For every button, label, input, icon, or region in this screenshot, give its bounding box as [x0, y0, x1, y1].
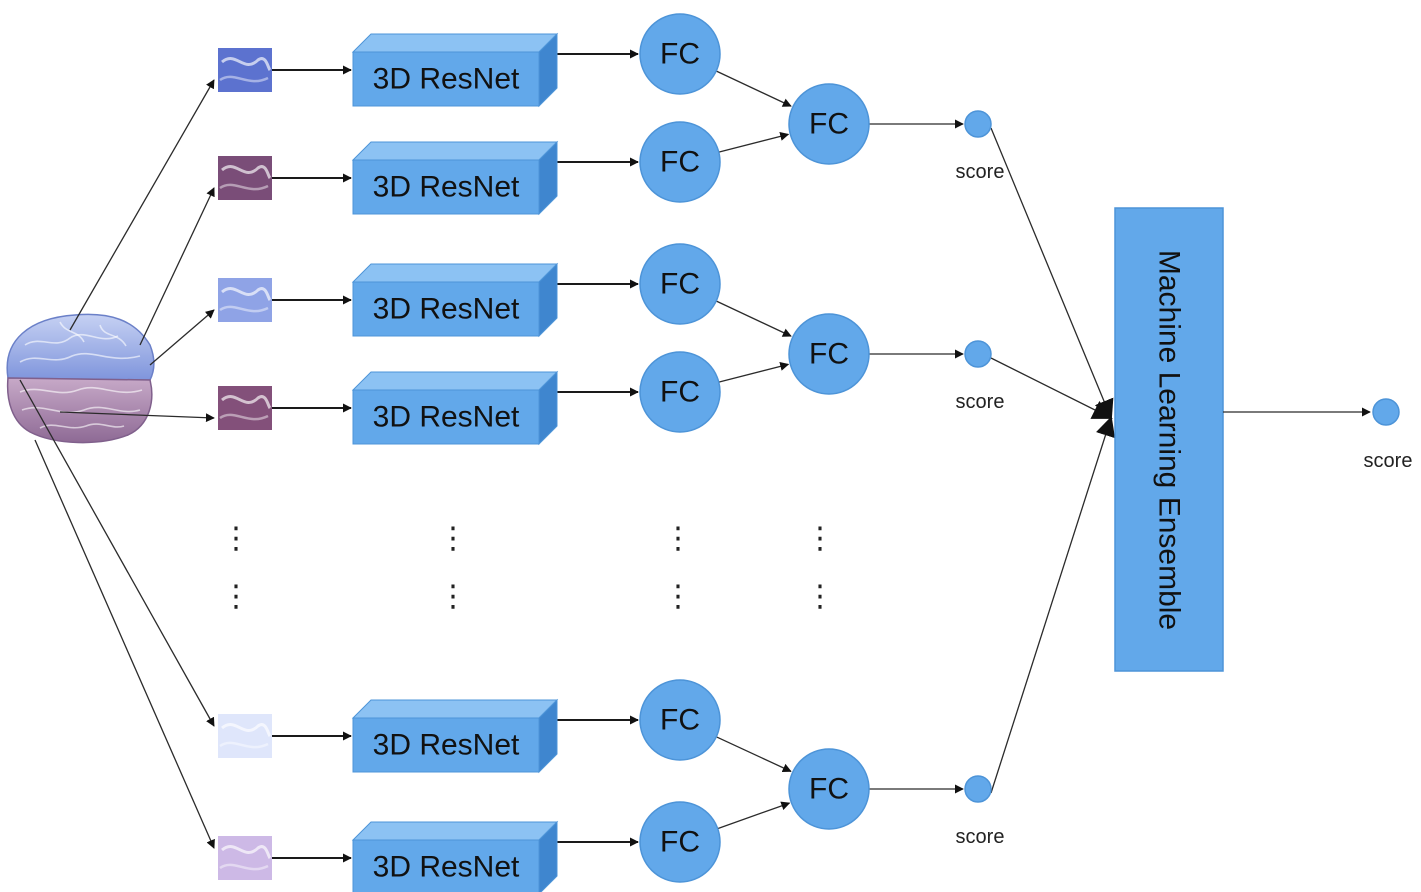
resnet-block: 3D ResNet [351, 262, 559, 338]
resnet-block-front [352, 389, 540, 445]
brain-to-patch-edge [149, 309, 215, 366]
fc-to-merge-fc-edge [718, 362, 790, 383]
brain-to-patch-edge [139, 187, 215, 346]
score-to-ensemble-edge [990, 357, 1113, 419]
resnet-block-front [352, 281, 540, 337]
ellipsis-fc-1: ⋮ [663, 521, 693, 556]
fc-label: FC [660, 268, 700, 301]
score-label: score [956, 826, 1005, 848]
ellipsis-resnet-2: ⋮ [438, 579, 468, 614]
score-node [964, 775, 992, 803]
ml-ensemble-rect [1114, 207, 1224, 672]
fc-node [639, 351, 721, 433]
resnet-block: 3D ResNet [351, 140, 559, 216]
fc-node [639, 679, 721, 761]
score-label: score [956, 391, 1005, 413]
resnet-block-top [351, 263, 559, 283]
fc-node [639, 801, 721, 883]
resnet-block: 3D ResNet [351, 820, 559, 892]
brain-to-patch-edge [69, 79, 215, 331]
fc-to-merge-fc-edge [715, 70, 792, 107]
score-label: score [956, 161, 1005, 183]
fc-node [639, 121, 721, 203]
fc-label: FC [660, 376, 700, 409]
brain-patch-image [218, 714, 272, 758]
final-output: score [1223, 398, 1413, 472]
ellipsis-merge-fc-2: ⋮ [805, 579, 835, 614]
merge-fc-node [788, 748, 870, 830]
ellipsis-patches-2: ⋮ [221, 579, 251, 614]
resnet-label: 3D ResNet [373, 729, 520, 762]
score-to-ensemble-edge [990, 127, 1114, 420]
brain-patch-image [218, 836, 272, 880]
brain-patch-image [218, 386, 272, 430]
ml-ensemble-block: Machine Learning Ensemble [1114, 207, 1224, 672]
score-node [964, 340, 992, 368]
brain-patch-image [218, 278, 272, 322]
ellipsis-patches-1: ⋮ [221, 521, 251, 556]
resnet-label: 3D ResNet [373, 851, 520, 884]
fc-to-merge-fc-edge [715, 300, 792, 337]
brain-patch-image [218, 156, 272, 200]
merge-fc-node [788, 313, 870, 395]
merge-fc-label: FC [809, 338, 849, 371]
brain-image [6, 313, 155, 444]
fc-to-merge-fc-edge [718, 132, 790, 153]
ml-ensemble-label: Machine Learning Ensemble [1153, 250, 1186, 630]
brain-to-patch-edge [59, 411, 215, 423]
resnet-block-front [352, 717, 540, 773]
resnet-block-front [352, 51, 540, 107]
resnet-label: 3D ResNet [373, 401, 520, 434]
fc-to-merge-fc-edge [716, 736, 792, 773]
ellipsis-resnet-1: ⋮ [438, 521, 468, 556]
resnet-label: 3D ResNet [373, 293, 520, 326]
merge-fc-label: FC [809, 108, 849, 141]
resnet-block-top [351, 699, 559, 719]
score-node [964, 110, 992, 138]
merge-fc-node [788, 83, 870, 165]
resnet-block-top [351, 371, 559, 391]
resnet-label: 3D ResNet [373, 171, 520, 204]
fc-label: FC [660, 38, 700, 71]
fc-node [639, 243, 721, 325]
score-to-ensemble-edge [990, 416, 1116, 794]
fc-to-merge-fc-edge [717, 801, 791, 830]
ellipsis-row: ⋮ ⋮ ⋮ ⋮ ⋮ ⋮ ⋮ ⋮ [221, 521, 835, 614]
fc-node [639, 13, 721, 95]
resnet-block-top [351, 33, 559, 53]
resnet-block-front [352, 839, 540, 892]
resnet-block-top [351, 821, 559, 841]
brain-to-patch-edge [19, 379, 215, 727]
final-score-node [1372, 398, 1400, 426]
ellipsis-merge-fc-1: ⋮ [805, 521, 835, 556]
resnet-block: 3D ResNet [351, 370, 559, 446]
final-score-label: score [1364, 450, 1413, 472]
resnet-block: 3D ResNet [351, 32, 559, 108]
resnet-block-top [351, 141, 559, 161]
resnet-block: 3D ResNet [351, 698, 559, 774]
resnet-label: 3D ResNet [373, 63, 520, 96]
fc-label: FC [660, 146, 700, 179]
brain-to-patch-edge [34, 439, 215, 849]
brain-patch-image [218, 48, 272, 92]
fc-label: FC [660, 704, 700, 737]
fc-label: FC [660, 826, 700, 859]
merge-fc-label: FC [809, 773, 849, 806]
ellipsis-fc-2: ⋮ [663, 579, 693, 614]
resnet-block-front [352, 159, 540, 215]
